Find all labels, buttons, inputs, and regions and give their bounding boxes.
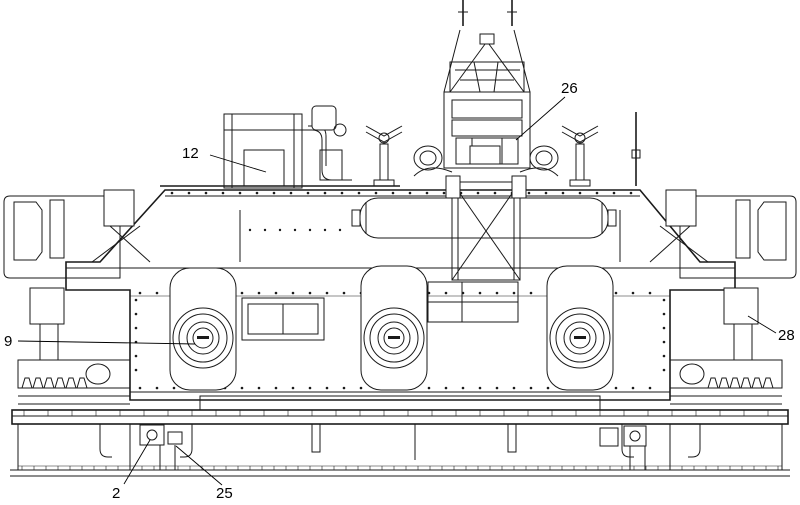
callout-28: 28 xyxy=(747,315,795,344)
callout-12-label: 12 xyxy=(182,145,199,162)
callout-28-label: 28 xyxy=(778,327,795,344)
callout-25-label: 25 xyxy=(216,485,233,502)
vessel-right xyxy=(546,265,614,391)
lifting-tower xyxy=(413,0,559,281)
deck-railing xyxy=(160,105,400,189)
callout-9: 9 xyxy=(4,333,196,350)
callout-2-label: 2 xyxy=(112,485,120,502)
horizontal-tank xyxy=(351,197,617,239)
callout-26-label: 26 xyxy=(561,80,578,97)
callout-12: 12 xyxy=(182,145,267,173)
side-pod-right xyxy=(649,189,797,405)
side-pod-left xyxy=(3,189,151,405)
callout-2: 2 xyxy=(112,439,151,502)
vessel-center xyxy=(360,265,428,391)
pedestals xyxy=(365,112,641,187)
vessel-left xyxy=(169,267,237,391)
callout-25: 25 xyxy=(175,445,233,502)
pressure-vessels xyxy=(169,265,614,391)
base-frame xyxy=(10,409,790,477)
callout-26: 26 xyxy=(515,80,578,141)
callout-9-label: 9 xyxy=(4,333,12,350)
